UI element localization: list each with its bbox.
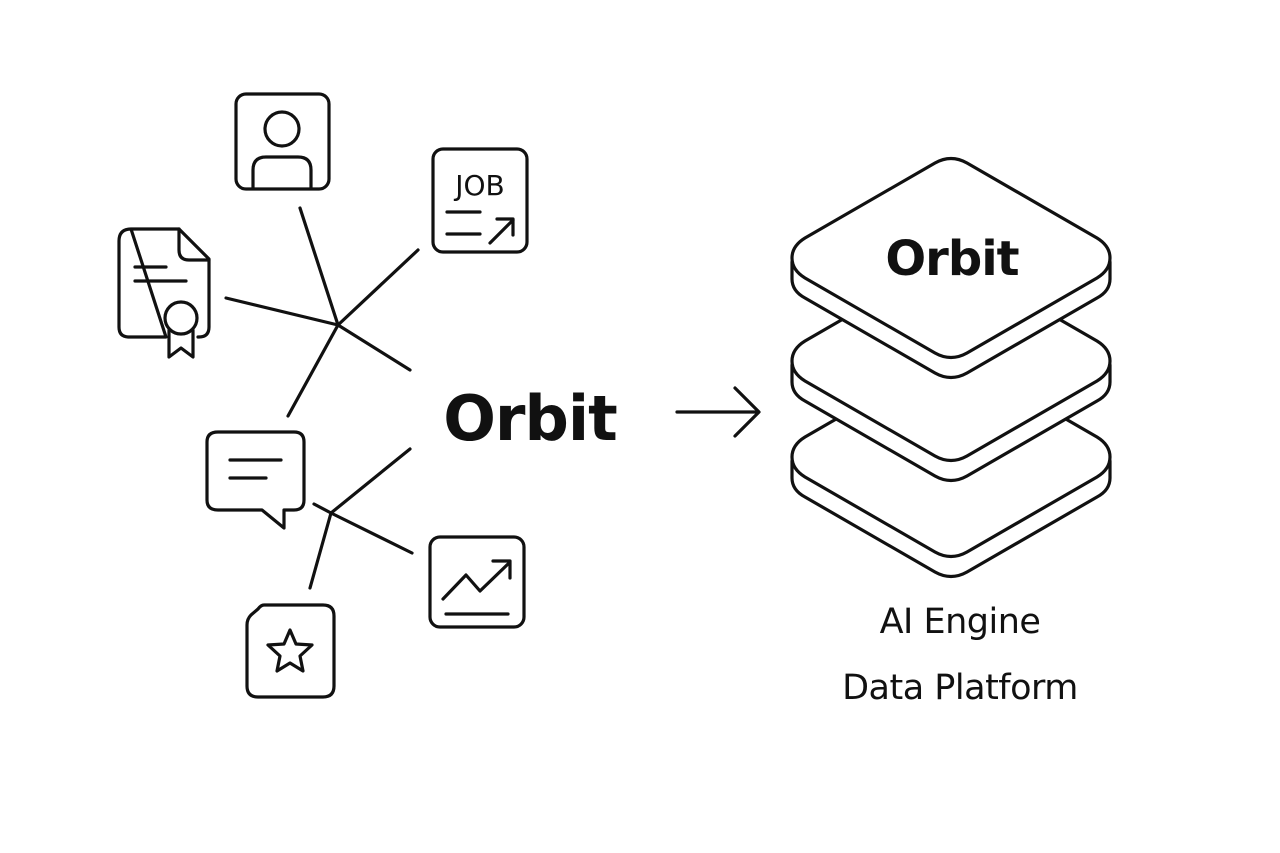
lower-connectors: [308, 447, 414, 590]
trend-chart-icon: [428, 535, 526, 629]
stack-orbit-label: Orbit: [885, 231, 1018, 287]
upper-connectors: [224, 206, 420, 418]
connector-rating: [308, 511, 333, 590]
connector-job: [336, 248, 420, 327]
platform-stack: Orbit: [790, 156, 1112, 579]
certificate-icon: [117, 227, 211, 359]
job-label: JOB: [453, 169, 505, 202]
connector-upper-to-center: [336, 323, 412, 372]
center-orbit-label: Orbit: [443, 382, 617, 455]
connector-message-upper: [286, 323, 340, 418]
star-card-icon: [245, 603, 336, 699]
person-icon: [234, 92, 331, 191]
caption-ai-engine: AI Engine: [879, 602, 1041, 642]
connector-lower-to-center: [329, 447, 412, 515]
connector-growth: [329, 511, 414, 555]
connector-certificate: [224, 296, 340, 327]
chat-bubble-icon: [205, 430, 306, 530]
stack-layer-top: Orbit: [790, 156, 1112, 380]
connector-message: [312, 502, 333, 515]
caption-data-platform: Data Platform: [842, 668, 1078, 708]
job-posting-icon: JOB: [431, 147, 529, 254]
connector-profile: [298, 206, 340, 327]
arrow-right-icon: [675, 386, 761, 438]
